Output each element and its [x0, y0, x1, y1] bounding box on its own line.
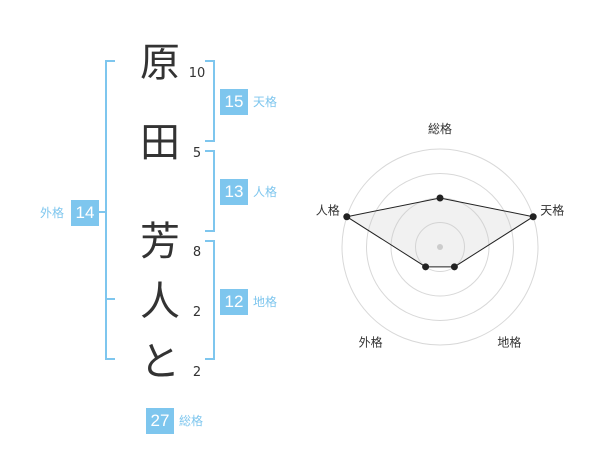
radar-axis-label: 外格: [359, 334, 383, 349]
chikaku-label: 地格: [253, 295, 278, 309]
gaikaku-bracket: [105, 60, 115, 360]
radar-point: [450, 263, 458, 271]
radar-point: [422, 263, 430, 271]
chikaku-value: 12: [220, 289, 248, 315]
gaikaku-value: 14: [71, 200, 99, 226]
jinkaku-label: 人格: [253, 185, 278, 199]
jinkaku-bracket: [205, 150, 215, 232]
radar-point: [529, 213, 537, 221]
radar-axis-label: 天格: [540, 203, 564, 218]
gaikaku-bracket-divider: [107, 298, 115, 300]
soukaku-value: 27: [146, 408, 174, 434]
stroke-count-1: 10: [188, 66, 206, 81]
name-char-5: と: [140, 339, 180, 385]
stroke-count-3: 8: [192, 245, 202, 260]
tenkaku-bracket: [205, 60, 215, 142]
soukaku-label: 総格: [179, 414, 204, 428]
radar-axis-label: 地格: [497, 334, 521, 349]
radar-ring: [341, 148, 539, 346]
tenkaku-value: 15: [220, 89, 248, 115]
tenkaku-label: 天格: [253, 95, 278, 109]
radar-point: [343, 213, 351, 221]
radar-axis-label: 総格: [428, 121, 452, 136]
radar-center-dot: [437, 244, 443, 250]
radar-ring: [415, 222, 465, 272]
stroke-count-2: 5: [192, 146, 202, 161]
gaikaku-bracket-tick: [97, 211, 105, 213]
jinkaku-value: 13: [220, 179, 248, 205]
radar-axis-label: 人格: [316, 203, 340, 218]
name-char-3: 芳: [140, 219, 180, 265]
radar-data-polygon: [345, 197, 535, 268]
name-char-2: 田: [140, 120, 180, 166]
stroke-count-4: 2: [192, 305, 202, 320]
chikaku-bracket: [205, 240, 215, 360]
radar-point: [436, 194, 444, 202]
name-char-4: 人: [140, 279, 180, 325]
radar-ring: [366, 173, 514, 321]
gaikaku-label: 外格: [40, 206, 65, 220]
name-char-1: 原: [140, 40, 180, 86]
stroke-count-5: 2: [192, 365, 202, 380]
